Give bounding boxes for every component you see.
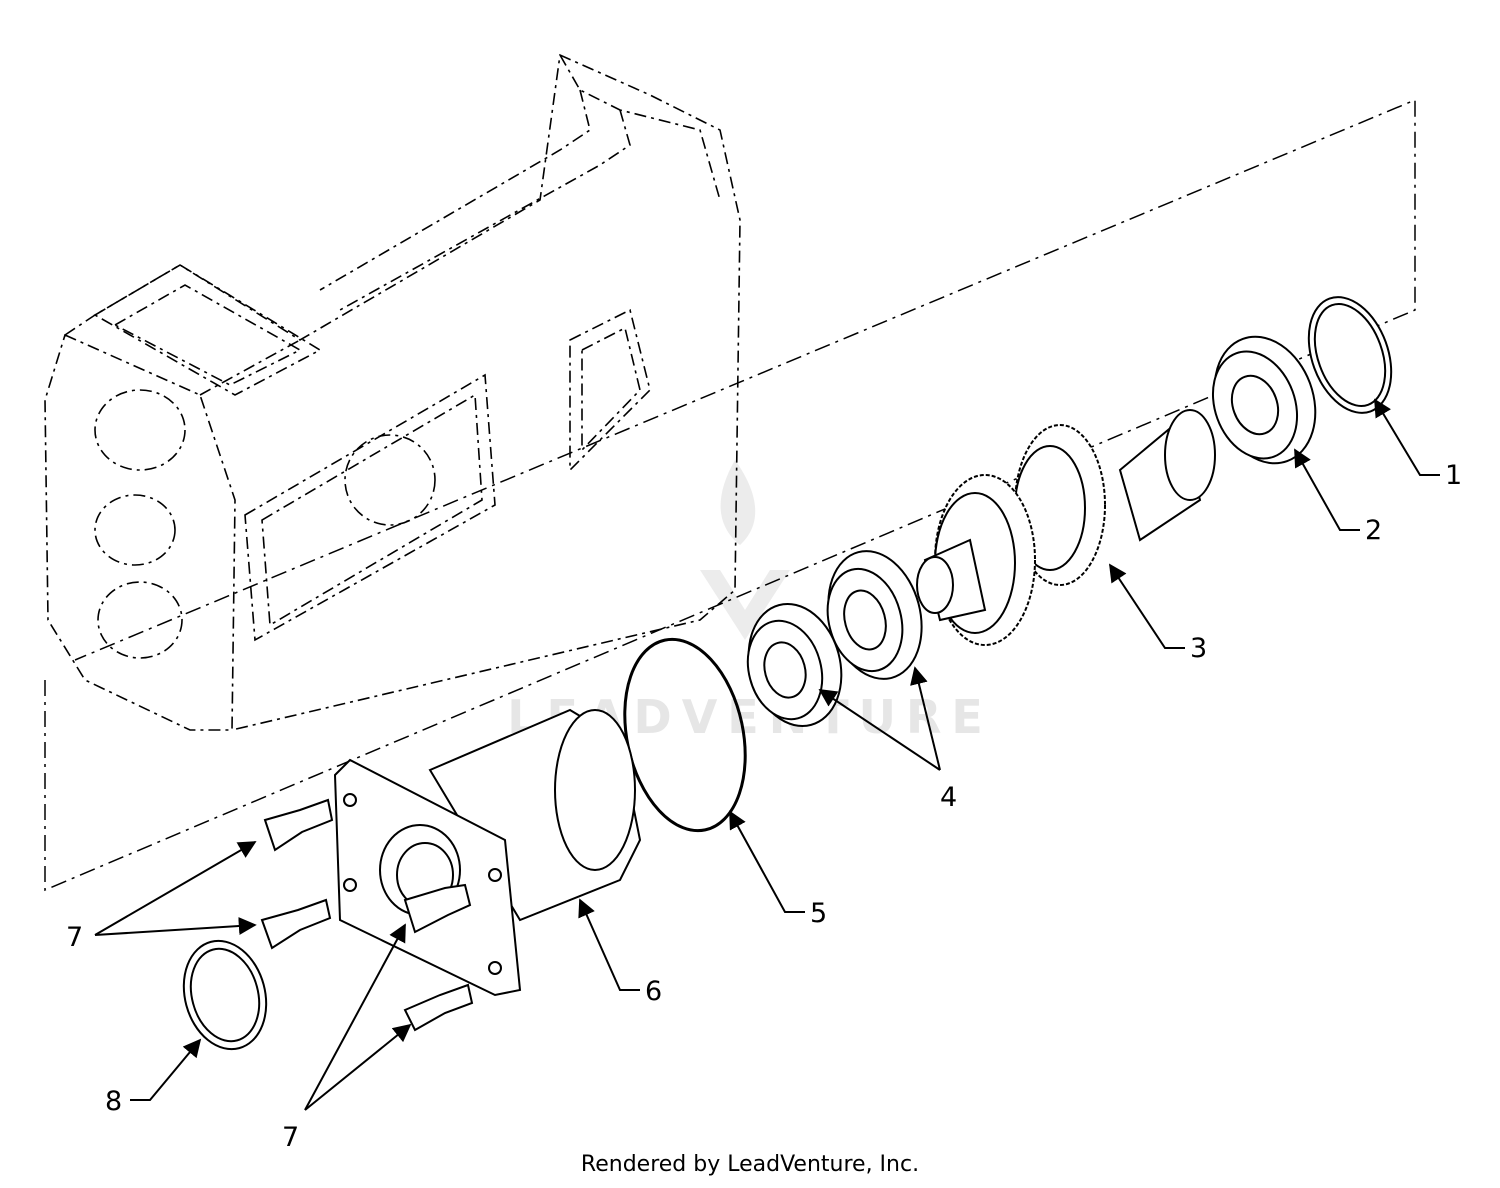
callout-1: 1 — [1445, 460, 1462, 491]
callout-4: 4 — [940, 782, 957, 813]
callout-7-bottom: 7 — [282, 1122, 299, 1153]
callout-7-left: 7 — [66, 922, 83, 953]
callout-5: 5 — [810, 898, 827, 929]
snap-ring-part-1 — [1307, 296, 1393, 414]
bearing-part-2 — [1211, 335, 1317, 465]
cover-housing-part-6 — [333, 708, 642, 997]
callout-2: 2 — [1365, 515, 1382, 546]
transmission-housing — [44, 53, 741, 731]
bolts-part-7 — [260, 798, 474, 1032]
assembly-centerline — [44, 98, 1416, 892]
footer-credit: Rendered by LeadVenture, Inc. — [580, 1152, 920, 1177]
callout-8: 8 — [105, 1086, 122, 1117]
snap-ring-part-8 — [182, 939, 268, 1051]
watermark-logo-icon — [700, 460, 790, 640]
callout-3: 3 — [1190, 633, 1207, 664]
gear-shaft-part-3 — [916, 409, 1216, 646]
bearings-part-4 — [746, 550, 923, 728]
callout-leaders — [94, 398, 1440, 1111]
callout-6: 6 — [645, 976, 662, 1007]
